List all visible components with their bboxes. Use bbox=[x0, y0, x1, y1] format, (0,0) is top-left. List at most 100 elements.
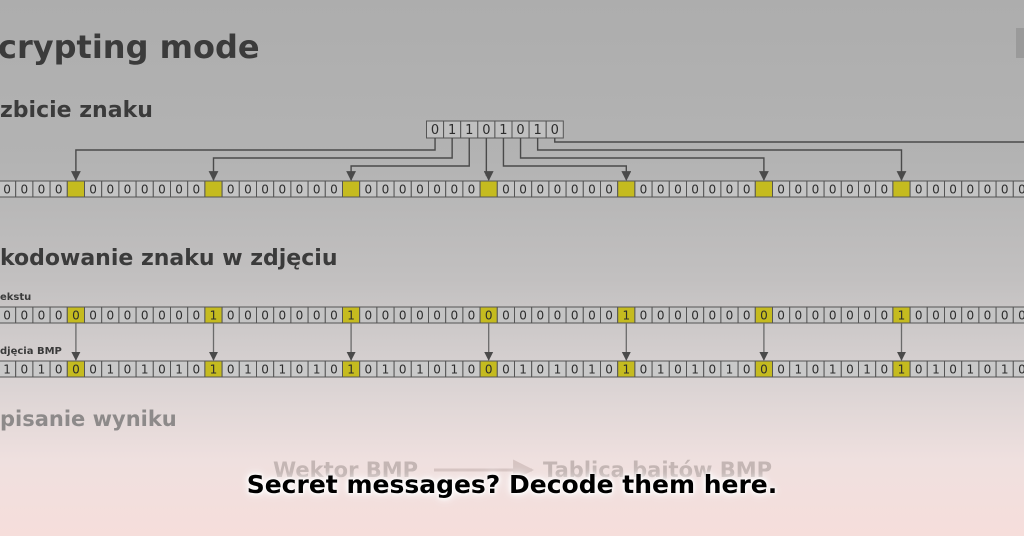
bmp-row-text: 1 bbox=[622, 362, 630, 376]
bmp-row-text: 0 bbox=[1018, 362, 1024, 376]
corner-button-edge bbox=[1016, 28, 1024, 58]
text-row-text: 0 bbox=[812, 308, 820, 322]
text-row-text: 0 bbox=[794, 308, 802, 322]
text-row-text: 0 bbox=[416, 308, 424, 322]
text-row-text: 0 bbox=[192, 308, 200, 322]
bmp-row-text: 0 bbox=[674, 362, 682, 376]
text-row-text: 0 bbox=[106, 308, 114, 322]
split-row-text: 0 bbox=[829, 182, 837, 196]
split-row-text: 0 bbox=[1018, 182, 1024, 196]
text-row-text: 0 bbox=[72, 308, 80, 322]
bmp-row-text: 1 bbox=[3, 362, 11, 376]
text-row-text: 1 bbox=[622, 308, 630, 322]
bmp-row-text: 1 bbox=[691, 362, 699, 376]
text-row-text: 0 bbox=[227, 308, 235, 322]
page-title: crypting mode bbox=[0, 28, 260, 66]
bmp-row-text: 0 bbox=[468, 362, 476, 376]
text-row-text: 0 bbox=[296, 308, 304, 322]
text-row-text: 0 bbox=[588, 308, 596, 322]
split-row-text: 0 bbox=[966, 182, 974, 196]
split-row-text: 0 bbox=[640, 182, 648, 196]
text-row-text: 1 bbox=[210, 308, 218, 322]
text-row-label: ekstu bbox=[0, 292, 32, 303]
bmp-row-text: 1 bbox=[450, 362, 458, 376]
split-row-cell bbox=[617, 180, 636, 198]
split-row-text: 0 bbox=[571, 182, 579, 196]
text-row-text: 0 bbox=[571, 308, 579, 322]
text-row-text: 0 bbox=[450, 308, 458, 322]
text-row-text: 0 bbox=[20, 308, 28, 322]
bmp-row-text: 0 bbox=[915, 362, 923, 376]
split-row-text: 0 bbox=[880, 182, 888, 196]
text-row-text: 1 bbox=[347, 308, 355, 322]
bmp-row-text: 0 bbox=[984, 362, 992, 376]
split-arrow bbox=[71, 138, 436, 181]
bmp-row-text: 0 bbox=[812, 362, 820, 376]
bmp-row-text: 0 bbox=[846, 362, 854, 376]
split-row-text: 0 bbox=[863, 182, 871, 196]
split-arrow bbox=[208, 138, 453, 181]
bmp-row-text: 1 bbox=[244, 362, 252, 376]
split-row-text: 0 bbox=[38, 182, 46, 196]
char-bit-text: 0 bbox=[516, 123, 524, 138]
split-row-text: 0 bbox=[588, 182, 596, 196]
split-row-text: 0 bbox=[794, 182, 802, 196]
bmp-row-text: 1 bbox=[554, 362, 562, 376]
text-row-text: 0 bbox=[261, 308, 269, 322]
split-row-text: 0 bbox=[3, 182, 11, 196]
bmp-row-text: 0 bbox=[640, 362, 648, 376]
bmp-row-text: 0 bbox=[158, 362, 166, 376]
bmp-row-text: 1 bbox=[519, 362, 527, 376]
text-row-text: 0 bbox=[244, 308, 252, 322]
split-row-text: 0 bbox=[536, 182, 544, 196]
bmp-row-text: 0 bbox=[485, 362, 493, 376]
bmp-row-text: 0 bbox=[760, 362, 768, 376]
split-arrows bbox=[71, 138, 1024, 181]
char-bit-text: 0 bbox=[551, 123, 559, 138]
split-row-cell bbox=[204, 180, 223, 198]
bmp-row-text: 1 bbox=[932, 362, 940, 376]
bmp-row-text: 0 bbox=[536, 362, 544, 376]
flow-to-label: Tablica bajtów BMP bbox=[543, 458, 773, 482]
split-row-text: 0 bbox=[812, 182, 820, 196]
text-row-cell bbox=[1012, 306, 1024, 324]
split-arrow bbox=[483, 138, 494, 181]
split-row-cell bbox=[479, 180, 498, 198]
split-row-text: 0 bbox=[330, 182, 338, 196]
bmp-row-text: 0 bbox=[227, 362, 235, 376]
flow-from-label: Wektor BMP bbox=[273, 458, 419, 482]
text-row-text: 0 bbox=[932, 308, 940, 322]
split-row-text: 0 bbox=[949, 182, 957, 196]
split-row-text: 0 bbox=[657, 182, 665, 196]
split-row-text: 0 bbox=[433, 182, 441, 196]
bmp-row-cell bbox=[1012, 360, 1024, 378]
split-row-text: 0 bbox=[20, 182, 28, 196]
split-row-text: 0 bbox=[777, 182, 785, 196]
split-row-text: 0 bbox=[192, 182, 200, 196]
split-row-text: 0 bbox=[158, 182, 166, 196]
text-row-text: 1 bbox=[898, 308, 906, 322]
split-row-text: 0 bbox=[313, 182, 321, 196]
text-row-text: 0 bbox=[743, 308, 751, 322]
text-row-text: 0 bbox=[966, 308, 974, 322]
split-arrow bbox=[519, 138, 769, 181]
split-arrow bbox=[502, 138, 632, 181]
text-row-text: 0 bbox=[55, 308, 63, 322]
bmp-row-text: 1 bbox=[175, 362, 183, 376]
bmp-row-text: 1 bbox=[382, 362, 390, 376]
split-arrow bbox=[346, 138, 470, 181]
text-row-text: 0 bbox=[605, 308, 613, 322]
bmp-row-text: 0 bbox=[605, 362, 613, 376]
bmp-row-text: 0 bbox=[880, 362, 888, 376]
split-row-text: 0 bbox=[984, 182, 992, 196]
split-row-cell bbox=[342, 180, 361, 198]
bmp-row-text: 0 bbox=[55, 362, 63, 376]
bmp-row-text: 1 bbox=[38, 362, 46, 376]
char-bit-text: 1 bbox=[448, 123, 456, 138]
split-row-text: 0 bbox=[1001, 182, 1009, 196]
bmp-row-text: 1 bbox=[588, 362, 596, 376]
split-row-text: 0 bbox=[382, 182, 390, 196]
text-row-text: 0 bbox=[433, 308, 441, 322]
